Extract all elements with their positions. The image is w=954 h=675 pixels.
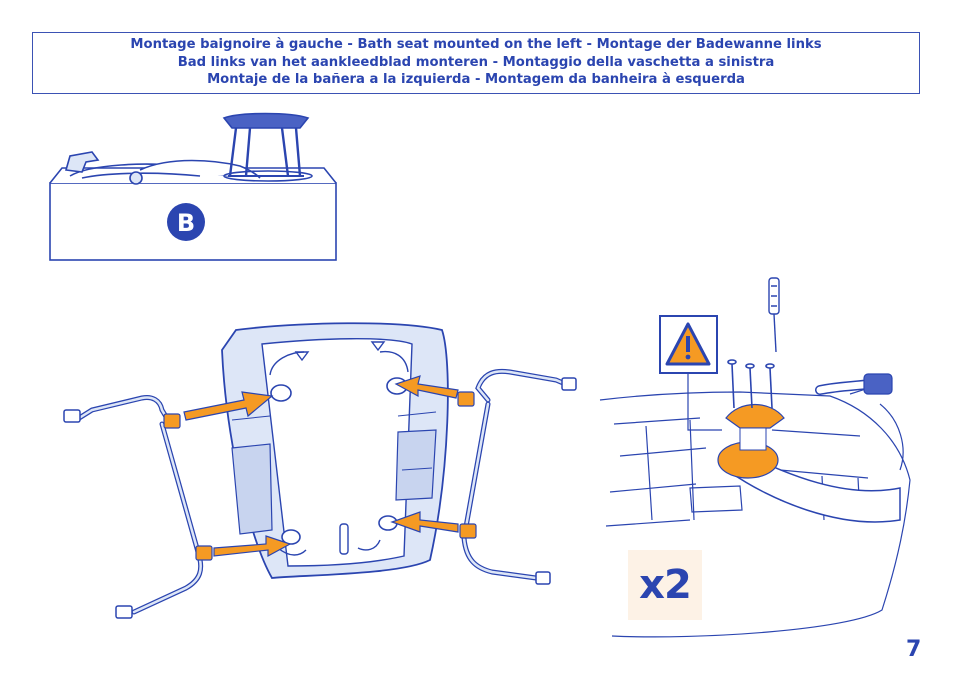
header-line-2: Bad links van het aankleedblad monteren … (177, 54, 775, 70)
step-b-letter: B (177, 209, 195, 237)
page-number: 7 (906, 637, 922, 662)
screw-fixing-detail (599, 277, 911, 638)
quantity-label: x2 (628, 550, 702, 620)
header-title-box: Montage baignoire à gauche - Bath seat m… (32, 32, 920, 94)
header-line-1: Montage baignoire à gauche - Bath seat m… (130, 37, 822, 52)
changing-table-overview (49, 112, 337, 261)
header-line-3: Montaje de la bañera a la izquierda - Mo… (207, 72, 745, 87)
insert-arrows (183, 375, 459, 558)
warning-triangle-icon (659, 315, 722, 431)
step-b-badge: B (167, 203, 205, 241)
screwdriver-icon (768, 277, 780, 353)
seat-underside-assembly (63, 322, 577, 619)
